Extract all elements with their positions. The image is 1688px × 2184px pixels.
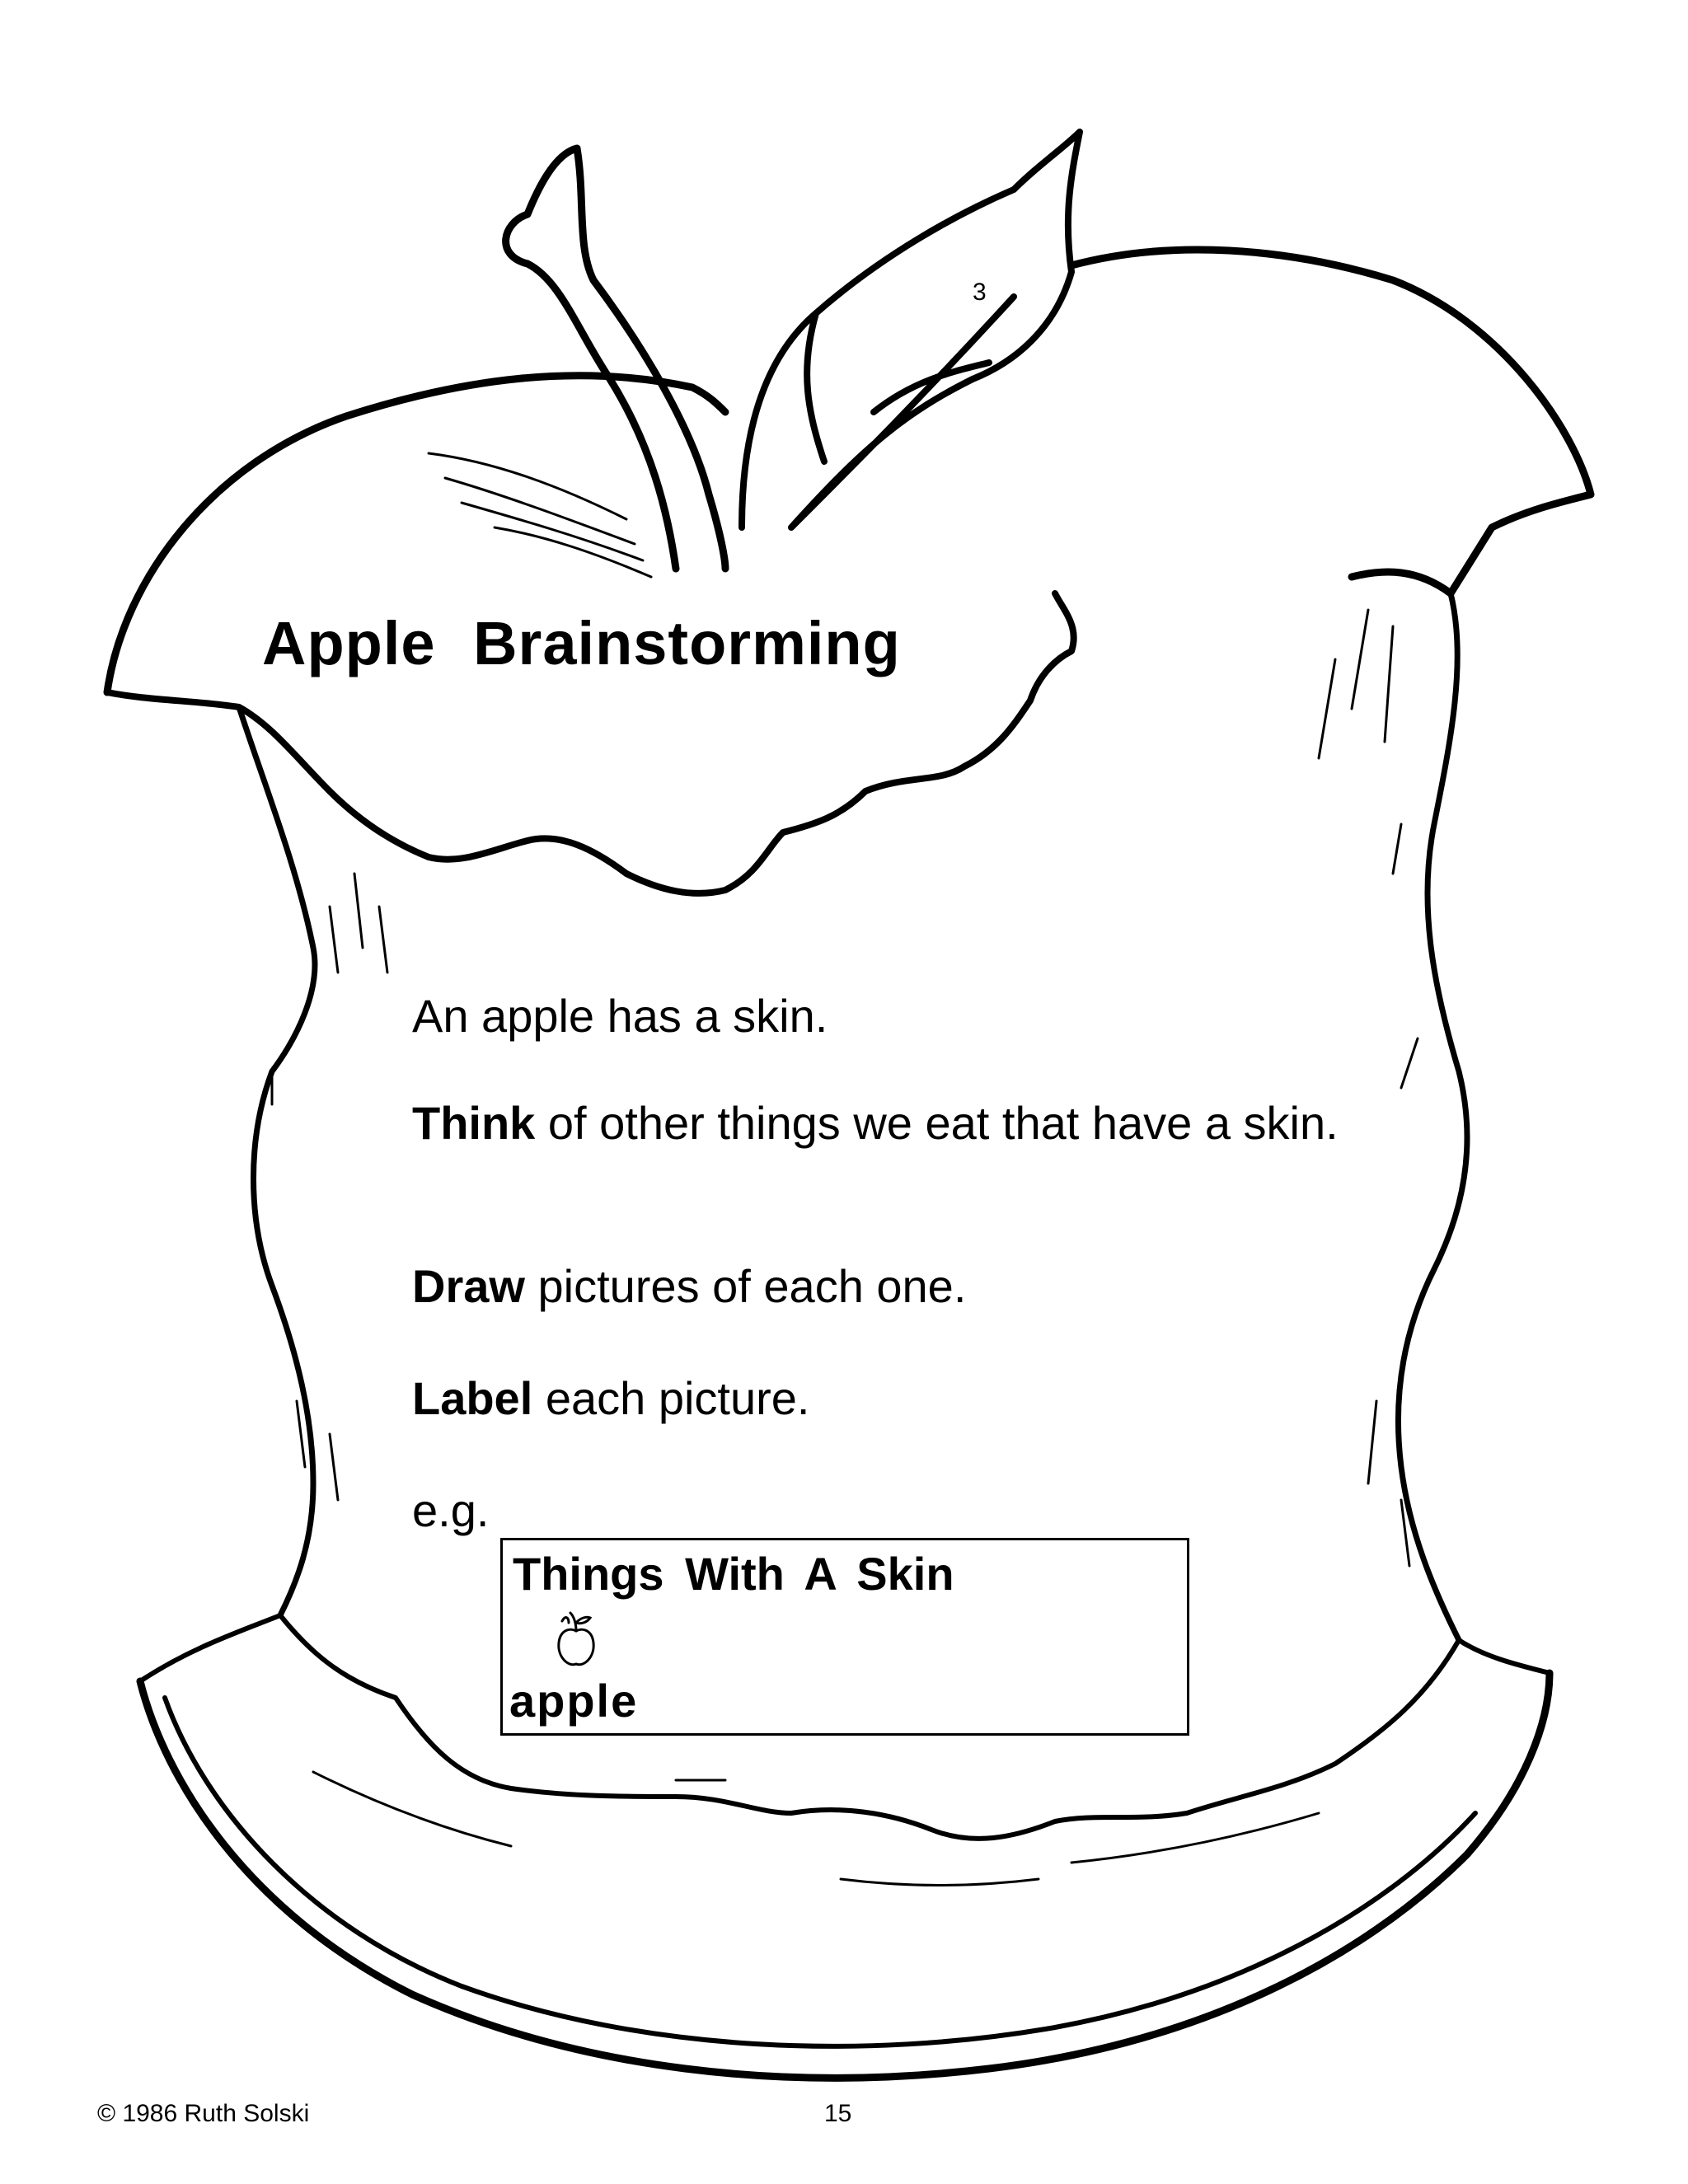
label-text: each picture. [532,1372,810,1424]
top-bite-edge [104,590,1077,897]
label-keyword: Label [412,1372,533,1424]
apple-stem [502,144,729,573]
example-box: Things With A Skin apple [500,1538,1189,1736]
figure-number: 3 [973,279,987,306]
bottom-bite-edge [138,1613,1552,1841]
page-number: 15 [824,2100,852,2127]
draw-text: pictures of each one. [524,1260,967,1312]
apple-leaf [738,129,1083,531]
apple-top-outline [103,246,1595,696]
example-box-word: apple [509,1675,639,1727]
think-text: of other things we eat that have a skin. [535,1097,1339,1149]
core-right-side [1395,590,1470,1643]
core-left-side [236,704,318,1619]
think-keyword: Think [412,1097,536,1149]
apple-icon [557,1611,595,1666]
page-title: Apple Brainstorming [262,609,901,677]
example-box-title: Things With A Skin [513,1548,954,1600]
instruction-apple-skin: An apple has a skin. [412,990,828,1042]
draw-keyword: Draw [412,1260,525,1312]
example-prefix: e.g. [412,1484,490,1536]
instruction-label: Label each picture. [412,1371,809,1426]
apple-bottom-outline [136,1669,1554,2082]
copyright-notice: © 1986 Ruth Solski [97,2100,310,2127]
instruction-think: Think of other things we eat that have a… [412,1096,1343,1151]
instruction-draw: Draw pictures of each one. [412,1259,966,1314]
